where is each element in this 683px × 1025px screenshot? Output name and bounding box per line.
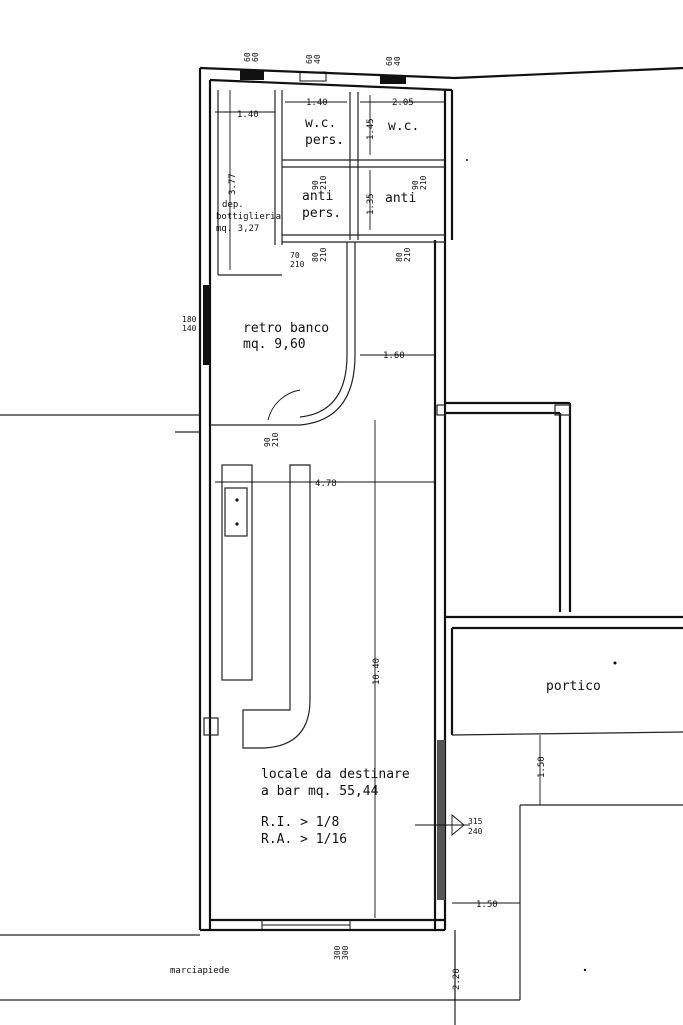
marciapiede-label: marciapiede	[170, 966, 230, 976]
door-3-w: 70	[290, 251, 300, 260]
locale-label-2: a bar mq. 55,44	[261, 784, 379, 799]
retro-banco-label-1: retro banco	[243, 321, 329, 336]
retro-banco-label-2: mq. 9,60	[243, 337, 306, 352]
door-5-w: 80	[395, 252, 404, 262]
bar-counter	[221, 464, 311, 749]
anti-label: anti	[385, 191, 416, 206]
ra-label: R.A. > 1/16	[261, 832, 347, 847]
dep-label-3: mq. 3,27	[216, 224, 259, 234]
door-3-h: 210	[290, 260, 305, 269]
door-1-h: 210	[319, 175, 328, 190]
dim-1-50-horizontal: 1.50	[476, 900, 498, 910]
door-1-w: 90	[311, 180, 320, 190]
portico-label-right: portico	[546, 679, 601, 694]
top-window-3-w: 60	[385, 56, 394, 66]
inner-walls	[210, 90, 445, 426]
dim-2-20: 2.20	[452, 968, 462, 990]
room-labels: w.c. pers. w.c. anti pers. anti dep. bot…	[170, 116, 601, 976]
dim-2-05: 2.05	[392, 98, 414, 108]
bottom-window-h: 300	[341, 945, 350, 960]
dim-10-40: 10.40	[372, 658, 382, 685]
left-window-h: 140	[182, 324, 197, 333]
dep-label-1: dep.	[222, 200, 244, 210]
left-window-w: 180	[182, 315, 197, 324]
right-window-w: 315	[468, 817, 483, 826]
door-5-h: 210	[403, 247, 412, 262]
door-6-h: 210	[271, 432, 280, 447]
door-2-w: 90	[411, 180, 420, 190]
dep-label-2: bottiglieria	[216, 212, 281, 222]
bottom-window-w: 300	[333, 945, 342, 960]
top-window-2-h: 40	[313, 54, 322, 64]
opening-labels: 60 60 60 40 60 40 90 210 90 210 70 210 8…	[182, 52, 483, 960]
ri-label: R.I. > 1/8	[261, 815, 339, 830]
dimension-lines	[215, 90, 541, 1000]
door-2-h: 210	[419, 175, 428, 190]
door-4-h: 210	[319, 247, 328, 262]
locale-label-1: locale da destinare	[261, 767, 410, 782]
exterior	[0, 159, 683, 1025]
right-window-h: 240	[468, 827, 483, 836]
door-4-w: 80	[311, 252, 320, 262]
top-window-3-h: 40	[393, 56, 402, 66]
anti-pers-label-2: pers.	[302, 206, 341, 221]
wc-label: w.c.	[388, 119, 419, 134]
windows	[203, 70, 445, 931]
anti-pers-label-1: anti	[302, 189, 333, 204]
dim-1-40-dep: 1.40	[237, 110, 259, 120]
top-window-1-w: 60	[243, 52, 252, 62]
top-window-1-h: 60	[251, 52, 260, 62]
wc-pers-label-1: w.c.	[305, 116, 336, 131]
dim-4-78: 4.78	[315, 479, 337, 489]
dim-1-60: 1.60	[383, 351, 405, 361]
wc-pers-label-2: pers.	[305, 133, 344, 148]
dim-1-45: 1.45	[366, 118, 376, 140]
dim-1-50-vertical: 1.50	[537, 756, 547, 778]
dim-3-77: 3.77	[228, 173, 238, 195]
dim-1-35: 1.35	[366, 193, 376, 215]
dimension-labels: 1.40 1.40 2.05 1.45 1.35 3.77 1.60 4.78 …	[228, 98, 547, 990]
door-6-w: 90	[263, 437, 272, 447]
dim-1-40-wc: 1.40	[306, 98, 328, 108]
top-window-2-w: 60	[305, 54, 314, 64]
